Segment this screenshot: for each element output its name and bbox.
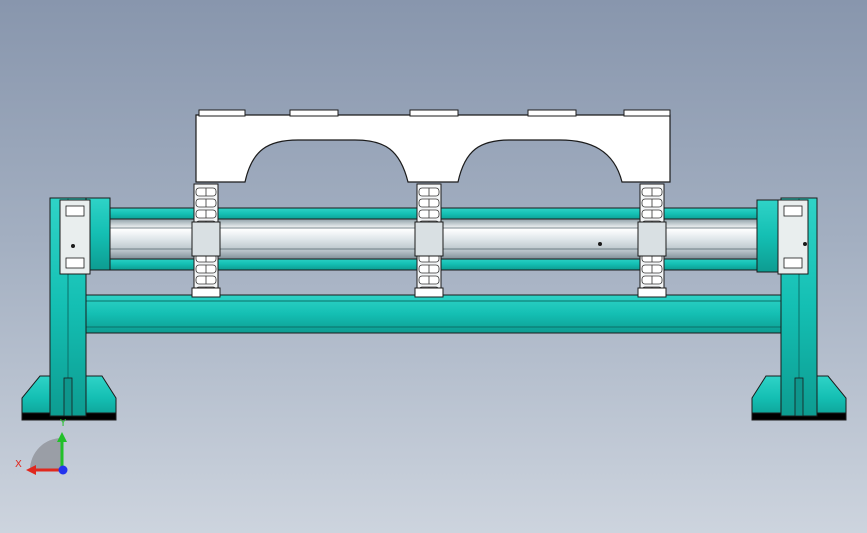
bridge-lug — [198, 109, 246, 117]
sprocket-assembly — [637, 183, 667, 298]
sprocket-assembly — [414, 183, 444, 298]
x-axis-label: X — [15, 459, 22, 470]
shaft-key-hole — [598, 242, 602, 246]
bridge-bracket — [195, 109, 671, 183]
x-axis-arrowhead — [26, 465, 36, 475]
sprocket-group — [191, 183, 667, 298]
axis-triad: X Y — [15, 418, 68, 475]
bridge-lug — [409, 109, 459, 117]
bridge-lug — [289, 109, 339, 117]
bridge-lugs — [198, 109, 671, 117]
lower-cross-beam — [81, 294, 785, 334]
left-support-stand — [21, 197, 117, 421]
z-axis-dot — [58, 465, 68, 475]
triad-plane — [30, 438, 62, 470]
bridge-lug — [527, 109, 577, 117]
y-axis-label: Y — [59, 418, 67, 429]
bridge-lug — [623, 109, 671, 117]
right-support-stand — [751, 197, 847, 421]
sprocket-assembly — [191, 183, 221, 298]
y-axis-arrowhead — [57, 432, 67, 442]
